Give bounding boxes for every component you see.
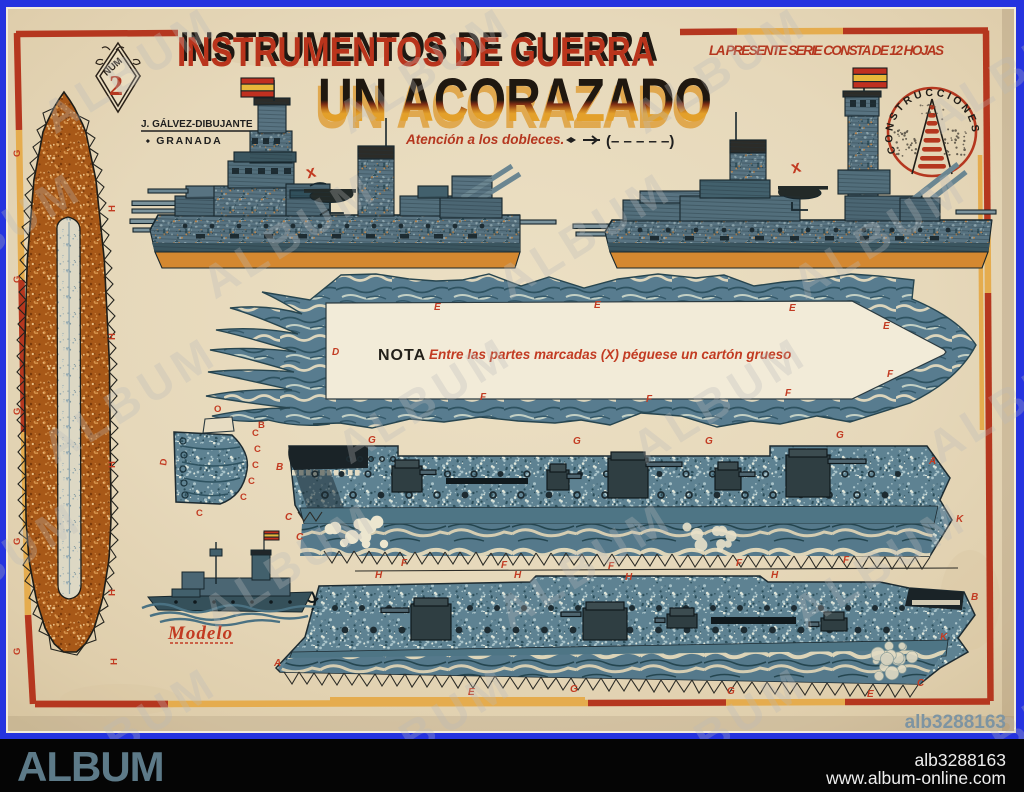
svg-text:F: F [646,394,653,405]
svg-text:H: H [109,658,120,665]
svg-text:F: F [736,558,743,569]
svg-text:G: G [705,436,713,447]
svg-text:H: H [107,589,118,596]
svg-text:D: D [332,347,339,358]
svg-text:H: H [514,570,522,581]
svg-text:H: H [771,570,779,581]
svg-text:C: C [240,492,247,503]
svg-text:Modelo: Modelo [167,623,233,644]
svg-text:J. GÁLVEZ-DIBUJANTE: J. GÁLVEZ-DIBUJANTE [141,117,253,130]
svg-text:F: F [608,561,615,572]
svg-text:⬩ GRANADA: ⬩ GRANADA [145,135,223,147]
svg-text:H: H [375,570,383,581]
svg-text:G: G [727,686,735,697]
svg-text:D: D [158,458,170,467]
svg-text:B: B [971,592,978,603]
svg-text:INSTRUMENTOS DE GUERRA: INSTRUMENTOS DE GUERRA [177,28,655,75]
svg-text:C: C [285,512,293,523]
svg-text:C: C [252,460,259,471]
svg-text:B: B [258,420,265,431]
svg-text:C: C [248,476,255,487]
svg-text:LA PRESENTE SERIE CONSTA DE 12: LA PRESENTE SERIE CONSTA DE 12 HOJAS [709,43,944,58]
svg-text:E: E [468,687,475,698]
svg-text:2: 2 [109,71,123,102]
svg-text:G: G [570,684,578,695]
svg-text:alb3288163: alb3288163 [915,750,1006,770]
svg-text:INSTRUMENTOS DE GUERRA: INSTRUMENTOS DE GUERRA [180,23,658,70]
svg-text:E: E [883,321,890,332]
svg-text:E: E [434,302,441,313]
svg-text:E: E [867,689,874,700]
svg-text:C: C [254,444,261,455]
svg-text:K: K [940,632,948,643]
svg-text:G: G [573,436,581,447]
svg-text:H: H [625,572,633,583]
svg-text:F: F [401,558,408,569]
svg-text:H: H [107,461,118,468]
svg-text:G: G [12,408,23,415]
svg-text:ALBUM: ALBUM [17,743,164,790]
svg-text:F: F [887,369,894,380]
svg-text:UN ACORAZADO: UN ACORAZADO [315,73,709,141]
svg-text:F: F [501,560,508,571]
svg-text:F: F [843,555,850,566]
svg-text:G: G [12,276,23,283]
svg-text:C: C [296,532,304,543]
svg-text:www.album-online.com: www.album-online.com [825,768,1006,788]
svg-text:C: C [252,428,259,439]
svg-text:G: G [836,430,844,441]
svg-text:E: E [789,303,796,314]
svg-text:H: H [107,205,118,212]
svg-text:NOTA: NOTA [378,347,426,364]
svg-text:UN ACORAZADO: UN ACORAZADO [318,66,712,134]
svg-text:C: C [196,508,203,519]
svg-text:(– – – – –): (– – – – –) [606,133,674,150]
svg-text:G: G [12,150,23,157]
svg-text:Atención a los dobleces.: Atención a los dobleces. [405,132,564,147]
svg-text:G: G [12,538,23,545]
svg-text:A: A [928,456,936,467]
svg-text:H: H [107,333,118,340]
svg-text:E: E [594,300,601,311]
svg-text:F: F [785,388,792,399]
svg-text:G: G [12,648,23,655]
svg-text:alb3288163: alb3288163 [905,712,1006,733]
svg-text:G: G [368,435,376,446]
svg-text:B: B [276,462,283,473]
svg-text:O: O [214,404,221,415]
svg-text:C: C [917,678,925,689]
svg-text:Entre las partes marcadas (X): Entre las partes marcadas (X) péguese un… [429,347,791,362]
svg-text:K: K [956,514,964,525]
svg-text:A: A [273,658,281,669]
svg-text:F: F [480,392,487,403]
